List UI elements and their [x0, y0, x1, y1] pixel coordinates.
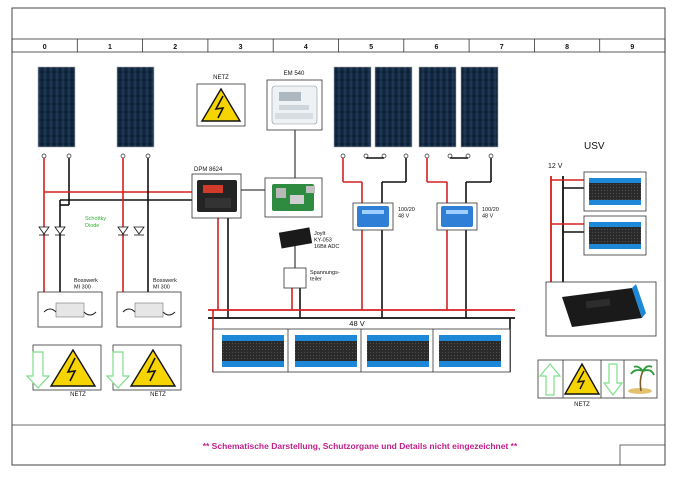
- netz-top-box: NETZ: [196, 75, 246, 127]
- high-voltage-warning-icon: [49, 348, 97, 387]
- column-label: 6: [434, 44, 438, 51]
- inverter-left: Bosswerk MI 300: [37, 278, 103, 328]
- schottky-line-1: Schottky: [85, 216, 106, 222]
- mppt-left-line-2: 48 V: [398, 214, 410, 220]
- inverter-left-line-2: MI 300: [74, 285, 91, 291]
- inverter-right: Bosswerk MI 300: [116, 278, 182, 328]
- solar-panel-2: [116, 66, 155, 148]
- footer-note: ** Schematische Darstellung, Schutzorgan…: [203, 441, 518, 451]
- island-icon: [628, 365, 655, 394]
- battery-icon: [589, 178, 641, 205]
- netz-bottom-left: NETZ: [25, 344, 102, 398]
- inverter-icon: [562, 288, 642, 327]
- netz-bottom-right: NETZ: [537, 359, 658, 408]
- column-label: 3: [239, 44, 243, 51]
- column-label: 7: [500, 44, 504, 51]
- joylt-line-1: Joylt: [314, 231, 326, 237]
- micro-inverter-icon: [134, 302, 164, 318]
- netz-bottom-mid: NETZ: [105, 344, 182, 398]
- column-label: 8: [565, 44, 569, 51]
- column-label: 5: [369, 44, 373, 51]
- netz-bottom-right-label: NETZ: [574, 402, 590, 408]
- netz-bottom-mid-label: NETZ: [150, 392, 166, 398]
- joylt-line-2: KY-053: [314, 238, 332, 244]
- charge-controller-icon: [441, 206, 473, 227]
- solar-panel-group-left: [37, 66, 155, 148]
- usv-battery-1: [583, 171, 647, 212]
- raspberry-pi-box: [264, 177, 323, 218]
- column-label: 2: [173, 44, 177, 51]
- spannungsteiler-line-2: teiler: [310, 277, 322, 283]
- battery-icon: [367, 335, 429, 367]
- battery-icon: [295, 335, 357, 367]
- netz-bottom-left-label: NETZ: [70, 392, 86, 398]
- usv-title: USV: [584, 141, 605, 152]
- mppt-right-line-1: 100/20: [482, 207, 499, 213]
- dpm8624-box: DPM 8624: [191, 167, 242, 219]
- micro-inverter-icon: [55, 302, 85, 318]
- footer-corner-box: [619, 444, 666, 466]
- charge-controller-icon: [357, 206, 389, 227]
- solar-panel-6: [460, 66, 499, 148]
- solar-panel-3: [333, 66, 372, 148]
- inverter-right-line-2: MI 300: [153, 285, 170, 291]
- voltage-divider: Spannungs- teiler: [283, 267, 341, 289]
- high-voltage-warning-icon: [563, 362, 601, 395]
- high-voltage-warning-icon: [200, 87, 242, 122]
- inverter-left-label: Bosswerk MI 300: [74, 278, 99, 291]
- adc-chip-icon: [278, 227, 313, 249]
- wiring: [43, 130, 584, 372]
- mppt-right-line-2: 48 V: [482, 214, 494, 220]
- energy-meter-em540: EM 540: [266, 71, 323, 131]
- netz-top-label: NETZ: [213, 75, 229, 81]
- column-label: 9: [630, 44, 634, 51]
- high-voltage-warning-icon: [129, 348, 177, 387]
- battery-icon: [439, 335, 501, 367]
- solar-panel-4: [374, 66, 413, 148]
- arrow-down-icon: [602, 363, 624, 396]
- column-label: 4: [304, 44, 308, 51]
- inverter-left-line-1: Bosswerk: [74, 278, 98, 284]
- solar-panel-1: [37, 66, 76, 148]
- battery-icon: [222, 335, 284, 367]
- column-label: 0: [43, 44, 47, 51]
- em540-label: EM 540: [284, 71, 305, 77]
- inverter-right-label: Bosswerk MI 300: [153, 278, 178, 291]
- column-label: 1: [108, 44, 112, 51]
- schottky-line-2: Diode: [85, 223, 99, 229]
- mppt-right: 100/20 48 V: [436, 202, 500, 231]
- column-labels: 0 1 2 3 4 5 6 7 8 9: [43, 39, 634, 52]
- arrow-down-icon: [105, 351, 131, 389]
- schottky-label: Schottky Diode: [85, 216, 108, 229]
- battery-bank: [212, 328, 511, 373]
- joylt-line-3: 16Bit ADC: [314, 244, 339, 250]
- usv-voltage: 12 V: [548, 163, 563, 170]
- spannungsteiler-label: Spannungs- teiler: [310, 270, 341, 283]
- battery-icon: [589, 222, 641, 249]
- dpm-label: DPM 8624: [194, 167, 223, 173]
- panel-terminals: [41, 153, 494, 159]
- mppt-right-label: 100/20 48 V: [482, 207, 500, 220]
- arrow-up-icon: [538, 363, 562, 396]
- inverter-right-line-1: Bosswerk: [153, 278, 177, 284]
- bus-label: 48 V: [349, 319, 364, 328]
- arrow-down-icon: [25, 351, 51, 389]
- usv-inverter: [545, 281, 657, 337]
- spannungsteiler-line-1: Spannungs-: [310, 270, 340, 276]
- schottky-diodes: [38, 226, 145, 236]
- usv-battery-2: [583, 215, 647, 256]
- mppt-left-line-1: 100/20: [398, 207, 415, 213]
- solar-panel-5: [418, 66, 457, 148]
- mppt-left-label: 100/20 48 V: [398, 207, 416, 220]
- mppt-left: 100/20 48 V: [352, 202, 416, 231]
- solar-panel-group-right: [333, 66, 499, 148]
- joylt-label: Joylt KY-053 16Bit ADC: [314, 231, 339, 250]
- adc-module: Joylt KY-053 16Bit ADC: [278, 227, 339, 250]
